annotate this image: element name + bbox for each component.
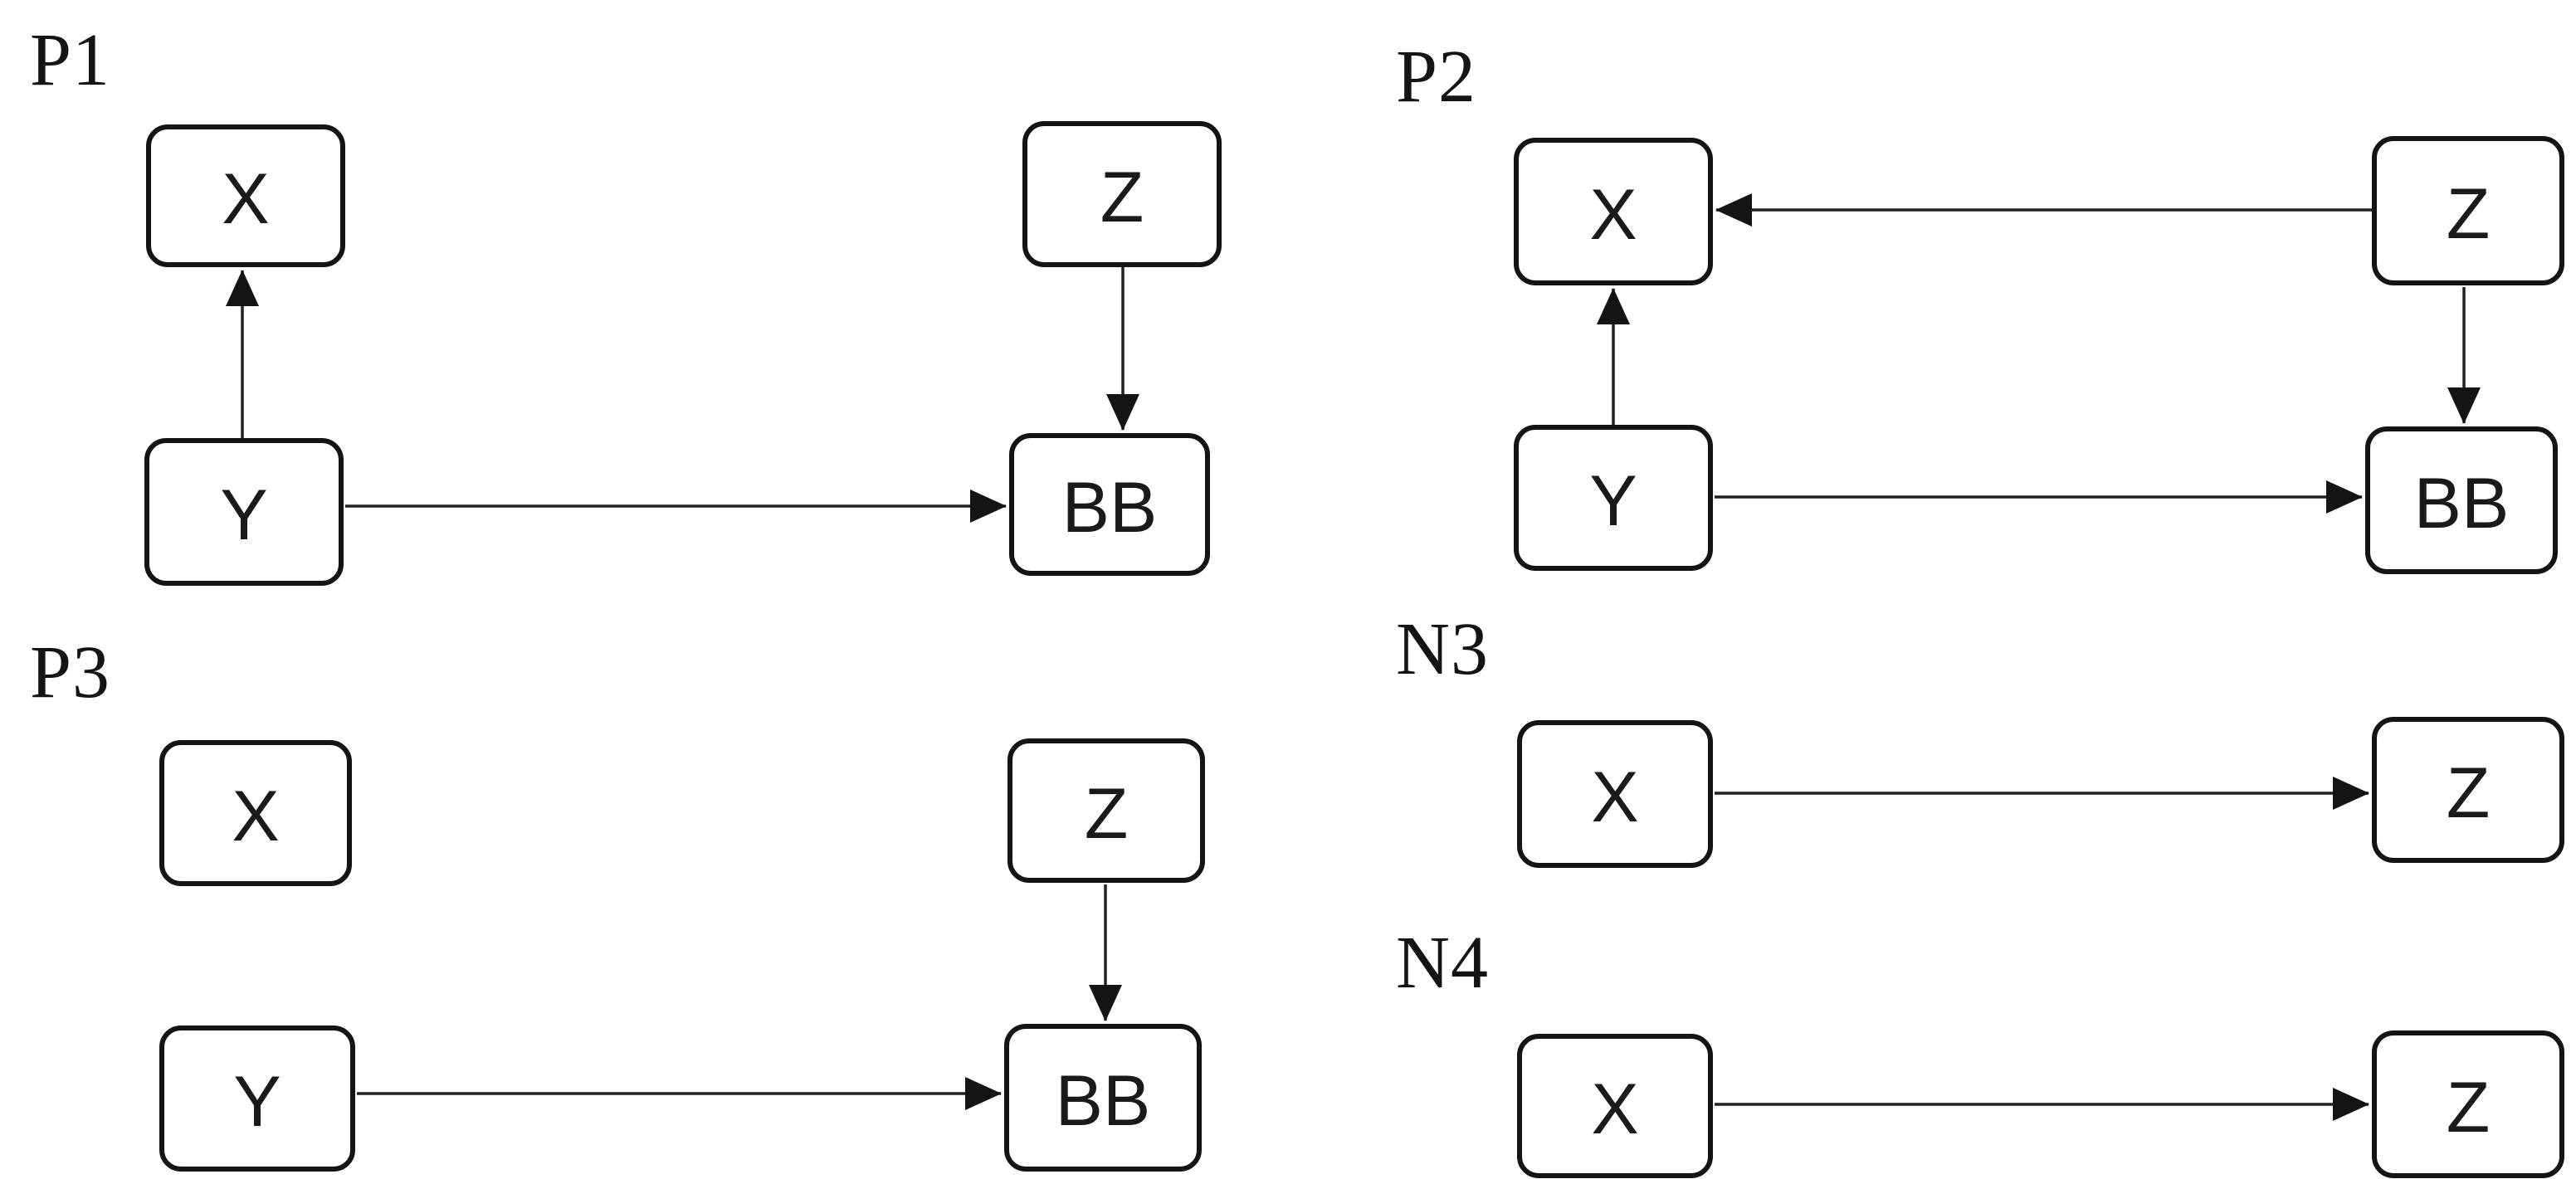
p3-node-z-label: Z	[1084, 774, 1129, 854]
p3-node-z: Z	[1007, 738, 1205, 883]
p1-node-y-label: Y	[220, 475, 268, 555]
p3-node-x: X	[159, 740, 352, 886]
n4-node-x-label: X	[1591, 1069, 1639, 1149]
p3-node-y: Y	[159, 1026, 355, 1172]
n4-node-x: X	[1517, 1034, 1713, 1178]
p2-node-x: X	[1514, 138, 1713, 285]
panel-label-p2: P2	[1396, 36, 1477, 118]
n3-node-z-label: Z	[2446, 753, 2491, 833]
p3-node-x-label: X	[232, 777, 280, 856]
p2-node-x-label: X	[1589, 175, 1637, 255]
p2-node-y-label: Y	[1589, 461, 1637, 541]
p1-node-x: X	[146, 124, 345, 267]
n4-node-z: Z	[2372, 1030, 2564, 1178]
panel-label-n3: N3	[1396, 608, 1489, 690]
p1-node-bb: BB	[1009, 433, 1210, 576]
p2-node-bb: BB	[2365, 426, 2558, 574]
p2-node-y: Y	[1514, 425, 1713, 571]
p3-node-bb: BB	[1004, 1024, 1202, 1172]
n3-node-x-label: X	[1591, 758, 1639, 837]
p3-node-y-label: Y	[233, 1062, 281, 1142]
p2-node-z: Z	[2372, 136, 2564, 285]
p1-node-z-label: Z	[1100, 158, 1144, 237]
p1-node-z: Z	[1022, 121, 1222, 267]
p1-node-x-label: X	[222, 159, 270, 239]
panel-label-p1: P1	[30, 19, 111, 101]
p2-node-bb-label: BB	[2413, 464, 2510, 543]
n3-node-x: X	[1517, 720, 1713, 868]
n3-node-z: Z	[2372, 717, 2564, 863]
p3-node-bb-label: BB	[1055, 1061, 1151, 1141]
p2-node-z-label: Z	[2446, 174, 2491, 254]
n4-node-z-label: Z	[2446, 1068, 2491, 1147]
panel-label-p3: P3	[30, 631, 111, 714]
p1-node-bb-label: BB	[1061, 468, 1158, 548]
p1-node-y: Y	[144, 438, 344, 586]
panel-label-n4: N4	[1396, 922, 1489, 1004]
